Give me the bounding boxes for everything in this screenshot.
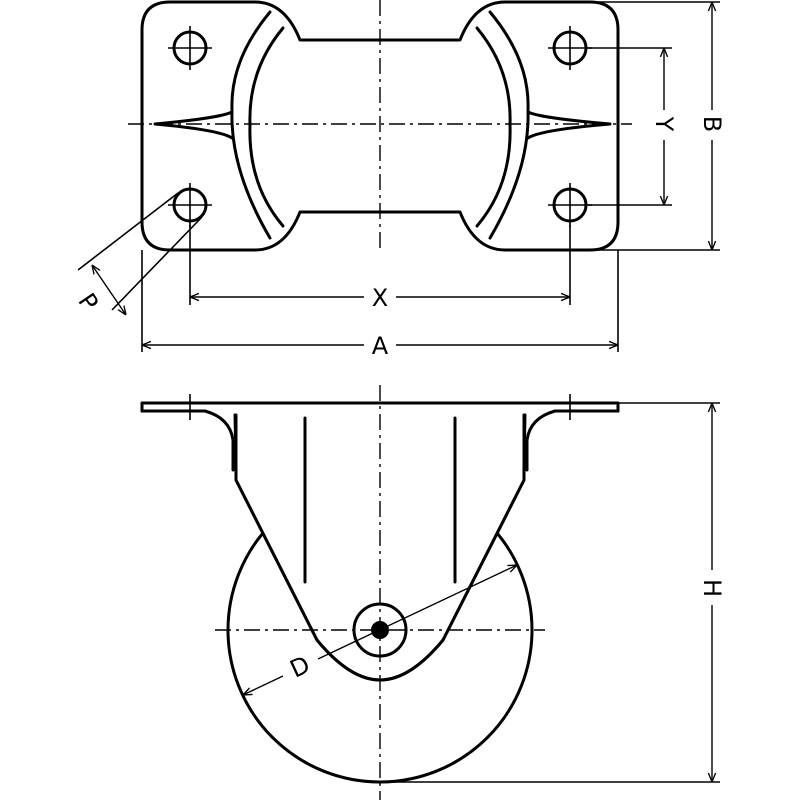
plate-left-curve-inner <box>248 26 285 228</box>
left-rib <box>153 110 234 140</box>
dimension-d-label: D <box>286 650 315 683</box>
top-view-centerlines <box>128 0 632 248</box>
fork-bracket-fill <box>237 416 523 678</box>
side-view-centerlines <box>189 385 571 800</box>
dimension-a: A <box>141 250 619 360</box>
dimension-a-label: A <box>372 332 389 360</box>
dimension-y: Y <box>588 47 678 206</box>
plate-left-curve-outer <box>230 10 272 240</box>
dimension-h: H <box>380 402 726 783</box>
dimension-b: B <box>590 1 726 251</box>
side-view: D H <box>140 385 726 800</box>
bolt-holes <box>168 26 592 227</box>
dimension-b-label: B <box>698 116 726 132</box>
plate-right-curve-inner <box>475 26 512 228</box>
dimension-p-label: P <box>72 288 103 316</box>
dimension-x-label: X <box>372 284 388 312</box>
dimension-x: X <box>189 225 571 312</box>
right-rib <box>526 110 612 140</box>
plate-right-curve-outer <box>488 10 530 240</box>
dimension-y-label: Y <box>650 116 678 132</box>
dimension-p: P <box>72 192 203 316</box>
top-view: X A Y B <box>72 0 726 360</box>
dimension-h-label: H <box>698 579 726 597</box>
